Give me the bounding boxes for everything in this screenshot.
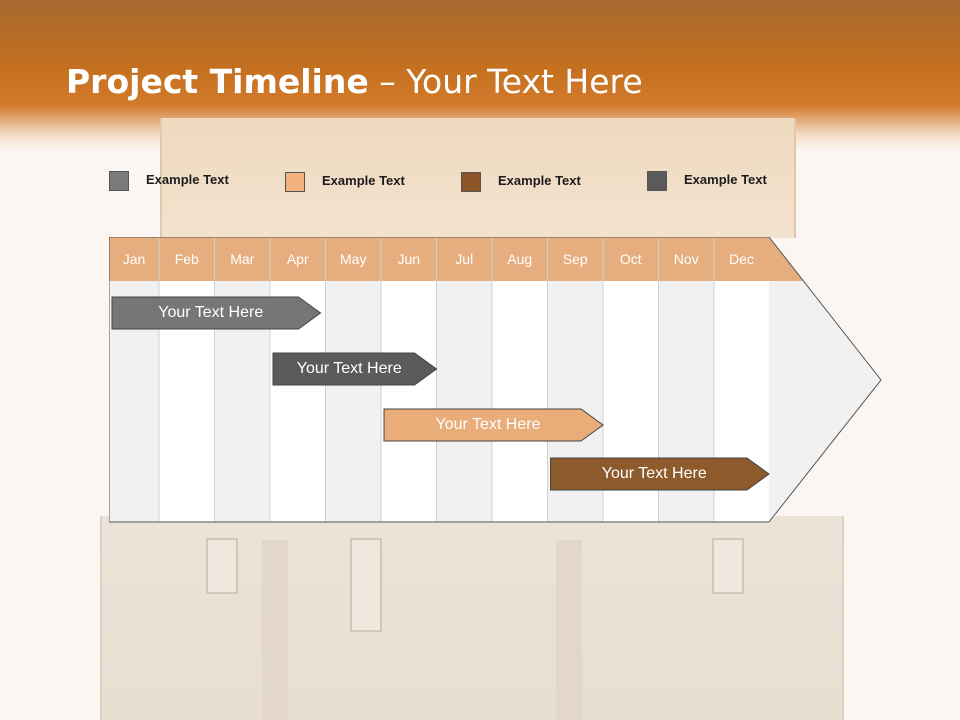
month-header-cell <box>109 237 159 281</box>
month-label-aug: Aug <box>507 251 533 267</box>
month-header-cell <box>159 237 215 281</box>
month-label-sep: Sep <box>562 251 588 267</box>
legend-swatch-3 <box>461 172 481 192</box>
timeline-outline <box>109 237 769 523</box>
month-column <box>214 237 270 522</box>
month-header-cell <box>436 237 492 281</box>
task-label-4: Your Text Here <box>601 465 707 482</box>
month-label-oct: Oct <box>619 251 642 267</box>
month-header-cell <box>270 237 326 281</box>
month-header-cell <box>325 237 381 281</box>
month-label-jun: Jun <box>397 251 421 267</box>
legend-label-1: Example Text <box>146 172 229 187</box>
month-column <box>159 237 215 522</box>
title-bold: Project Timeline <box>66 62 369 101</box>
month-column <box>492 237 548 522</box>
crate-latch <box>206 538 238 594</box>
month-header-cell <box>547 237 603 281</box>
task-bar-3 <box>383 408 604 442</box>
month-label-jul: Jul <box>455 251 474 267</box>
timeline-arrow-outline <box>768 237 882 523</box>
month-column <box>436 237 492 522</box>
month-label-apr: Apr <box>286 251 309 267</box>
month-column <box>109 237 159 522</box>
task-bar-4 <box>550 457 770 491</box>
month-label-feb: Feb <box>174 251 199 267</box>
month-label-jan: Jan <box>122 251 146 267</box>
legend-swatch-2 <box>285 172 305 192</box>
task-label-3: Your Text Here <box>435 416 541 433</box>
month-header-cell <box>658 237 714 281</box>
month-label-may: May <box>340 251 367 267</box>
legend-label-3: Example Text <box>498 173 581 188</box>
month-label-nov: Nov <box>673 251 699 267</box>
legend-swatch-1 <box>109 171 129 191</box>
title-rest: – Your Text Here <box>368 62 643 101</box>
task-bar-1 <box>111 296 322 330</box>
month-header-cell <box>714 237 769 281</box>
month-label-mar: Mar <box>230 251 255 267</box>
month-header-cell <box>492 237 548 281</box>
month-header-cell <box>381 237 437 281</box>
task-label-2: Your Text Here <box>296 360 402 377</box>
crate-latch <box>350 538 382 632</box>
crate-latch <box>712 538 744 594</box>
timeline-svg <box>109 237 882 523</box>
month-header-cell <box>603 237 659 281</box>
legend-label-4: Example Text <box>684 172 767 187</box>
legend-label-2: Example Text <box>322 173 405 188</box>
task-bar-2 <box>272 352 438 386</box>
slide-title: Project Timeline – Your Text Here <box>66 58 643 106</box>
crate-strap <box>556 540 582 720</box>
legend-swatch-4 <box>647 171 667 191</box>
task-label-1: Your Text Here <box>158 304 264 321</box>
month-header-cell <box>214 237 270 281</box>
crate-strap <box>262 540 288 720</box>
month-label-dec: Dec <box>729 251 754 267</box>
